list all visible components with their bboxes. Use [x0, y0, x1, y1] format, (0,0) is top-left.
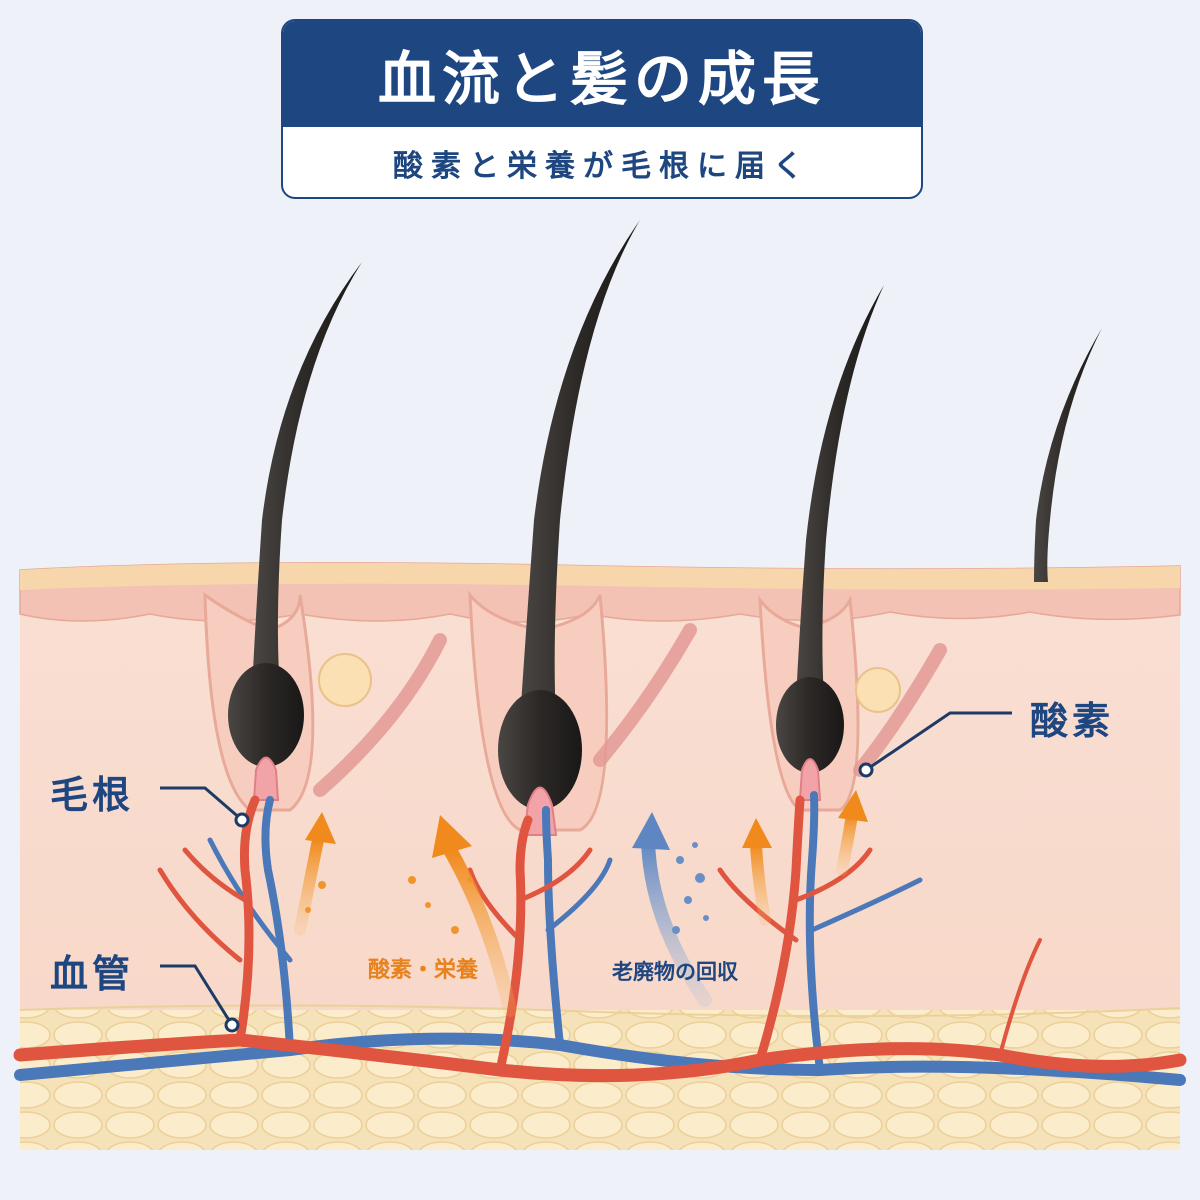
artery — [755, 795, 805, 1065]
hair-strands — [228, 220, 1102, 810]
particle-dot — [703, 915, 709, 921]
waste-particles — [672, 842, 709, 934]
hair-bulb — [228, 663, 304, 767]
up-arrow-blue — [632, 812, 670, 850]
vein — [805, 791, 824, 1074]
artery — [793, 847, 873, 903]
particle-dot — [305, 907, 311, 913]
hair-bulb — [498, 690, 582, 810]
label-hair-root: 毛根 — [50, 773, 135, 817]
hair-strand — [252, 262, 362, 690]
waste-flow-arrow — [632, 812, 712, 1007]
particle-dot — [684, 896, 692, 904]
hair-strand — [796, 285, 884, 700]
up-arrow-orange — [838, 790, 868, 822]
up-arrow-blue — [641, 833, 712, 1007]
sebaceous-gland — [318, 653, 372, 707]
nutrient-particles — [305, 876, 473, 934]
up-arrow-orange — [742, 818, 772, 848]
up-arrow-orange — [305, 812, 336, 844]
hair-bulb — [776, 677, 844, 773]
label-oxygen-nutrients: 酸素・栄養 — [368, 958, 479, 983]
particle-dot — [672, 926, 680, 934]
particle-dot — [408, 876, 416, 884]
artery — [517, 847, 593, 903]
up-arrow-orange — [432, 815, 472, 858]
oxygen-flow-arrows — [294, 790, 868, 1017]
artery — [467, 867, 523, 943]
hair-strand — [520, 220, 640, 720]
page-subtitle: 酸素と栄養が毛根に届く — [393, 149, 811, 184]
label-oxygen: 酸素 — [1030, 699, 1115, 743]
particle-dot — [451, 926, 459, 934]
sebaceous-gland — [855, 667, 901, 713]
vein — [261, 796, 294, 1054]
particle-dot — [425, 902, 431, 908]
vein — [542, 806, 564, 1049]
vein — [809, 877, 923, 933]
leader-line-blood-vessel — [160, 964, 234, 1026]
dermal-papillae — [252, 756, 822, 836]
label-blood-vessel: 血管 — [50, 952, 135, 996]
sebaceous-glands — [318, 653, 901, 713]
particle-dot — [318, 881, 326, 889]
leader-line-oxygen — [865, 711, 1012, 772]
particle-dot — [467, 877, 473, 883]
artery — [182, 847, 248, 903]
artery — [998, 938, 1042, 1057]
particle-dot — [695, 873, 705, 883]
leader-line-hair-root — [160, 786, 243, 822]
hair-strand — [1034, 328, 1102, 582]
label-waste-removal: 老廃物の回収 — [612, 960, 738, 984]
title-box: 血流と髪の成長 酸素と栄養が毛根に届く — [281, 19, 923, 199]
artery — [157, 867, 243, 963]
page-title: 血流と髪の成長 — [283, 21, 921, 127]
particle-dot — [676, 856, 684, 864]
vein — [545, 857, 613, 933]
up-arrow-orange — [750, 839, 771, 926]
up-arrow-orange — [443, 843, 517, 1017]
artery — [717, 867, 799, 943]
artery — [13, 1033, 1187, 1083]
arrector-muscles — [313, 623, 947, 797]
veins — [14, 791, 1186, 1086]
up-arrow-orange — [294, 834, 324, 936]
callout-lines — [160, 711, 1012, 1033]
particle-dot — [692, 842, 698, 848]
